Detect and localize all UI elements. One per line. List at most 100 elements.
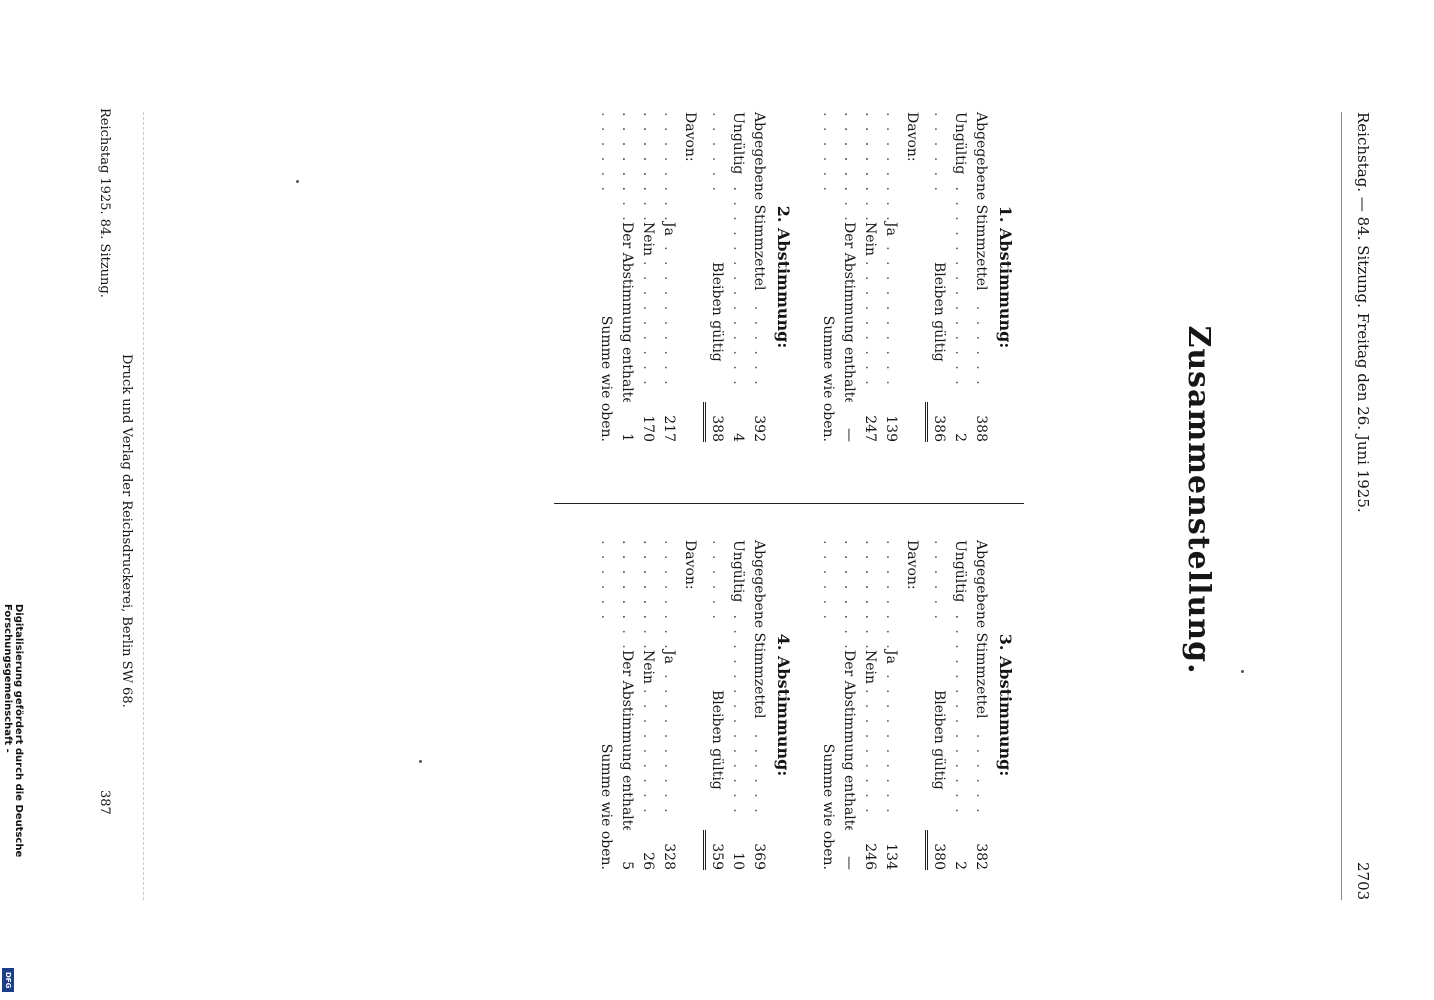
footer-page-number: 387 [97,790,112,815]
label: Davon: [901,112,922,165]
label: Ja [658,222,679,239]
vote-block-4: 4. Abstimmung: Abgegebene Stimmzettel. .… [595,540,794,870]
running-header: Reichstag. — 84. Sitzung. Freitag den 26… [1354,112,1372,513]
row-abgegebene: Abgegebene Stimmzettel. . . . . . . . . … [730,112,769,442]
row-davon: Davon: [901,540,922,870]
column-divider [554,503,1024,504]
label: Davon: [679,112,700,165]
value: — [837,830,859,870]
label: Abgegebene Stimmzettel [970,540,991,722]
label: Abgegebene Stimmzettel [748,540,769,722]
row-abgegebene: Abgegebene Stimmzettel. . . . . . . . . … [730,540,769,870]
value: 388 [703,402,727,442]
vote-heading: 4. Abstimmung: [774,633,793,777]
row-abgegebene: Abgegebene Stimmzettel. . . . . . . . . … [952,540,991,870]
value: 4 [726,402,748,442]
label: Nein [637,650,658,688]
value: 247 [859,402,880,442]
row-enthalten: Der Abstimmung enthalten. . . . . . . . … [598,540,637,870]
label: Davon: [901,540,922,593]
value: 1 [615,402,637,442]
value: 134 [880,830,901,870]
value: 369 [748,830,769,870]
row-abgegebene: Abgegebene Stimmzettel. . . . . . . . . … [952,112,991,442]
label: Summe wie oben. [817,315,838,442]
label: Summe wie oben. [595,743,616,870]
row-ungueltig: Ungültig. . . . . . . . . . . . . . . . … [709,112,748,442]
digitization-credit: Digitalisierung gefördert durch die Deut… [2,604,24,858]
row-ja: Ja. . . . . . . . . . . . . . . . . . . … [862,540,901,870]
vote-heading: 2. Abstimmung: [774,205,793,349]
value: 217 [658,402,679,442]
label: Summe wie oben. [595,315,616,442]
label: Ungültig [949,112,970,178]
dfg-logo: DFG [2,968,14,992]
scan-speck [296,180,299,183]
header-rule [1341,112,1342,900]
row-enthalten: Der Abstimmung enthalten. . . . . . . . … [820,540,859,870]
label: Abgegebene Stimmzettel [748,112,769,294]
label: Bleiben gültig [706,262,727,365]
row-ja: Ja. . . . . . . . . . . . . . . . . . . … [640,540,679,870]
row-ja: Ja. . . . . . . . . . . . . . . . . . . … [862,112,901,442]
label: Ja [880,222,901,239]
vote-block-2: 2. Abstimmung: Abgegebene Stimmzettel. .… [595,112,794,442]
value: 5 [615,830,637,870]
label: Nein [859,222,880,260]
label: Der Abstimmung enthalten [838,222,859,418]
footer-imprint: Druck und Verlag der Reichsdruckerei, Be… [119,354,134,708]
footer-rule [143,112,144,900]
row-ungueltig: Ungültig. . . . . . . . . . . . . . . . … [931,540,970,870]
vote-heading: 1. Abstimmung: [996,205,1015,349]
label: Bleiben gültig [928,262,949,365]
value: 2 [948,402,970,442]
row-nein: Nein. . . . . . . . . . . . . . . . . . … [619,540,658,870]
row-davon: Davon: [901,112,922,442]
row-nein: Nein. . . . . . . . . . . . . . . . . . … [841,112,880,442]
label: Ungültig [727,112,748,178]
value: 359 [703,830,727,870]
label: Nein [859,650,880,688]
label: Nein [637,222,658,260]
page-title: Zusammenstellung. [1181,325,1216,675]
row-davon: Davon: [679,540,700,870]
label: Summe wie oben. [817,743,838,870]
label: Ungültig [727,540,748,606]
scan-speck [419,760,422,763]
page-number: 2703 [1354,862,1372,901]
label: Der Abstimmung enthalten [838,650,859,846]
footer-left: Reichstag 1925. 84. Sitzung. [97,108,112,298]
value: 382 [970,830,991,870]
label: Abgegebene Stimmzettel [970,112,991,294]
row-nein: Nein. . . . . . . . . . . . . . . . . . … [619,112,658,442]
label: Der Abstimmung enthalten [616,222,637,418]
row-enthalten: Der Abstimmung enthalten. . . . . . . . … [598,112,637,442]
value: — [837,402,859,442]
value: 246 [859,830,880,870]
value: 10 [726,830,748,870]
value: 392 [748,402,769,442]
row-nein: Nein. . . . . . . . . . . . . . . . . . … [841,540,880,870]
value: 388 [970,402,991,442]
value: 386 [925,402,949,442]
row-ungueltig: Ungültig. . . . . . . . . . . . . . . . … [931,112,970,442]
value: 328 [658,830,679,870]
value: 139 [880,402,901,442]
row-ungueltig: Ungültig. . . . . . . . . . . . . . . . … [709,540,748,870]
row-enthalten: Der Abstimmung enthalten. . . . . . . . … [820,112,859,442]
label: Bleiben gültig [706,690,727,793]
row-davon: Davon: [679,112,700,442]
label: Ja [880,650,901,667]
scan-speck [1241,670,1244,673]
value: 170 [637,402,658,442]
row-ja: Ja. . . . . . . . . . . . . . . . . . . … [640,112,679,442]
label: Davon: [679,540,700,593]
label: Ja [658,650,679,667]
value: 2 [948,830,970,870]
label: Der Abstimmung enthalten [616,650,637,846]
label: Bleiben gültig [928,690,949,793]
vote-heading: 3. Abstimmung: [996,633,1015,777]
value: 26 [637,830,658,870]
vote-block-1: 1. Abstimmung: Abgegebene Stimmzettel. .… [817,112,1016,442]
